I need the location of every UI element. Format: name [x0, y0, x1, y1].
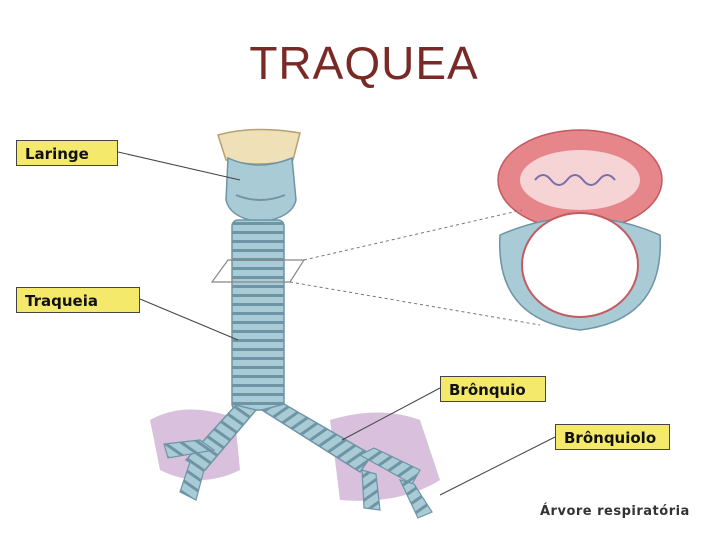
label-traqueia: Traqueia [16, 287, 140, 313]
trachea-tube [231, 219, 285, 411]
label-bronquio: Brônquio [440, 376, 546, 402]
diagram-caption: Árvore respiratória [540, 504, 690, 519]
left-bronchus-branch-1 [163, 439, 216, 459]
right-bronchus-branch-2 [361, 469, 381, 511]
larynx-shape [217, 128, 301, 223]
label-laringe: Laringe [16, 140, 118, 166]
left-bronchus-branch-2 [179, 461, 205, 501]
page-title: TRAQUEA [249, 37, 479, 89]
label-bronquiolo: Brônquiolo [555, 424, 670, 450]
trachea-cross-section-icon [497, 129, 663, 331]
right-bronchus-branch-3 [398, 479, 433, 519]
right-bronchus-branch-1 [358, 447, 421, 485]
